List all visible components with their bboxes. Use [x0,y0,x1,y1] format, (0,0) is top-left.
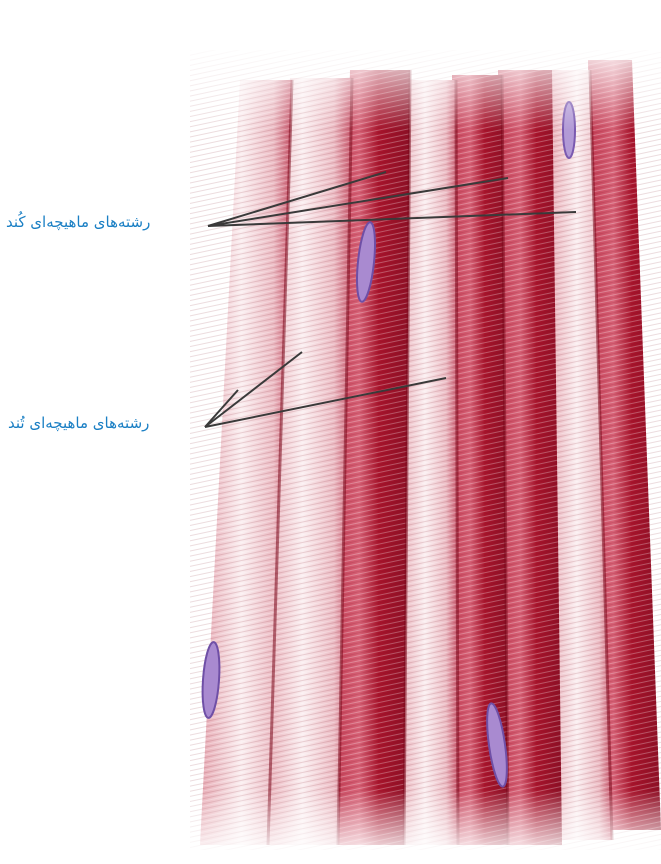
slow-twitch-fiber-label: رشته‌های ماهیچه‌ای کُند [6,213,150,231]
fiber-bundle [190,40,661,860]
fast-twitch-fiber-label: رشته‌های ماهیچه‌ای تُند [8,414,149,432]
